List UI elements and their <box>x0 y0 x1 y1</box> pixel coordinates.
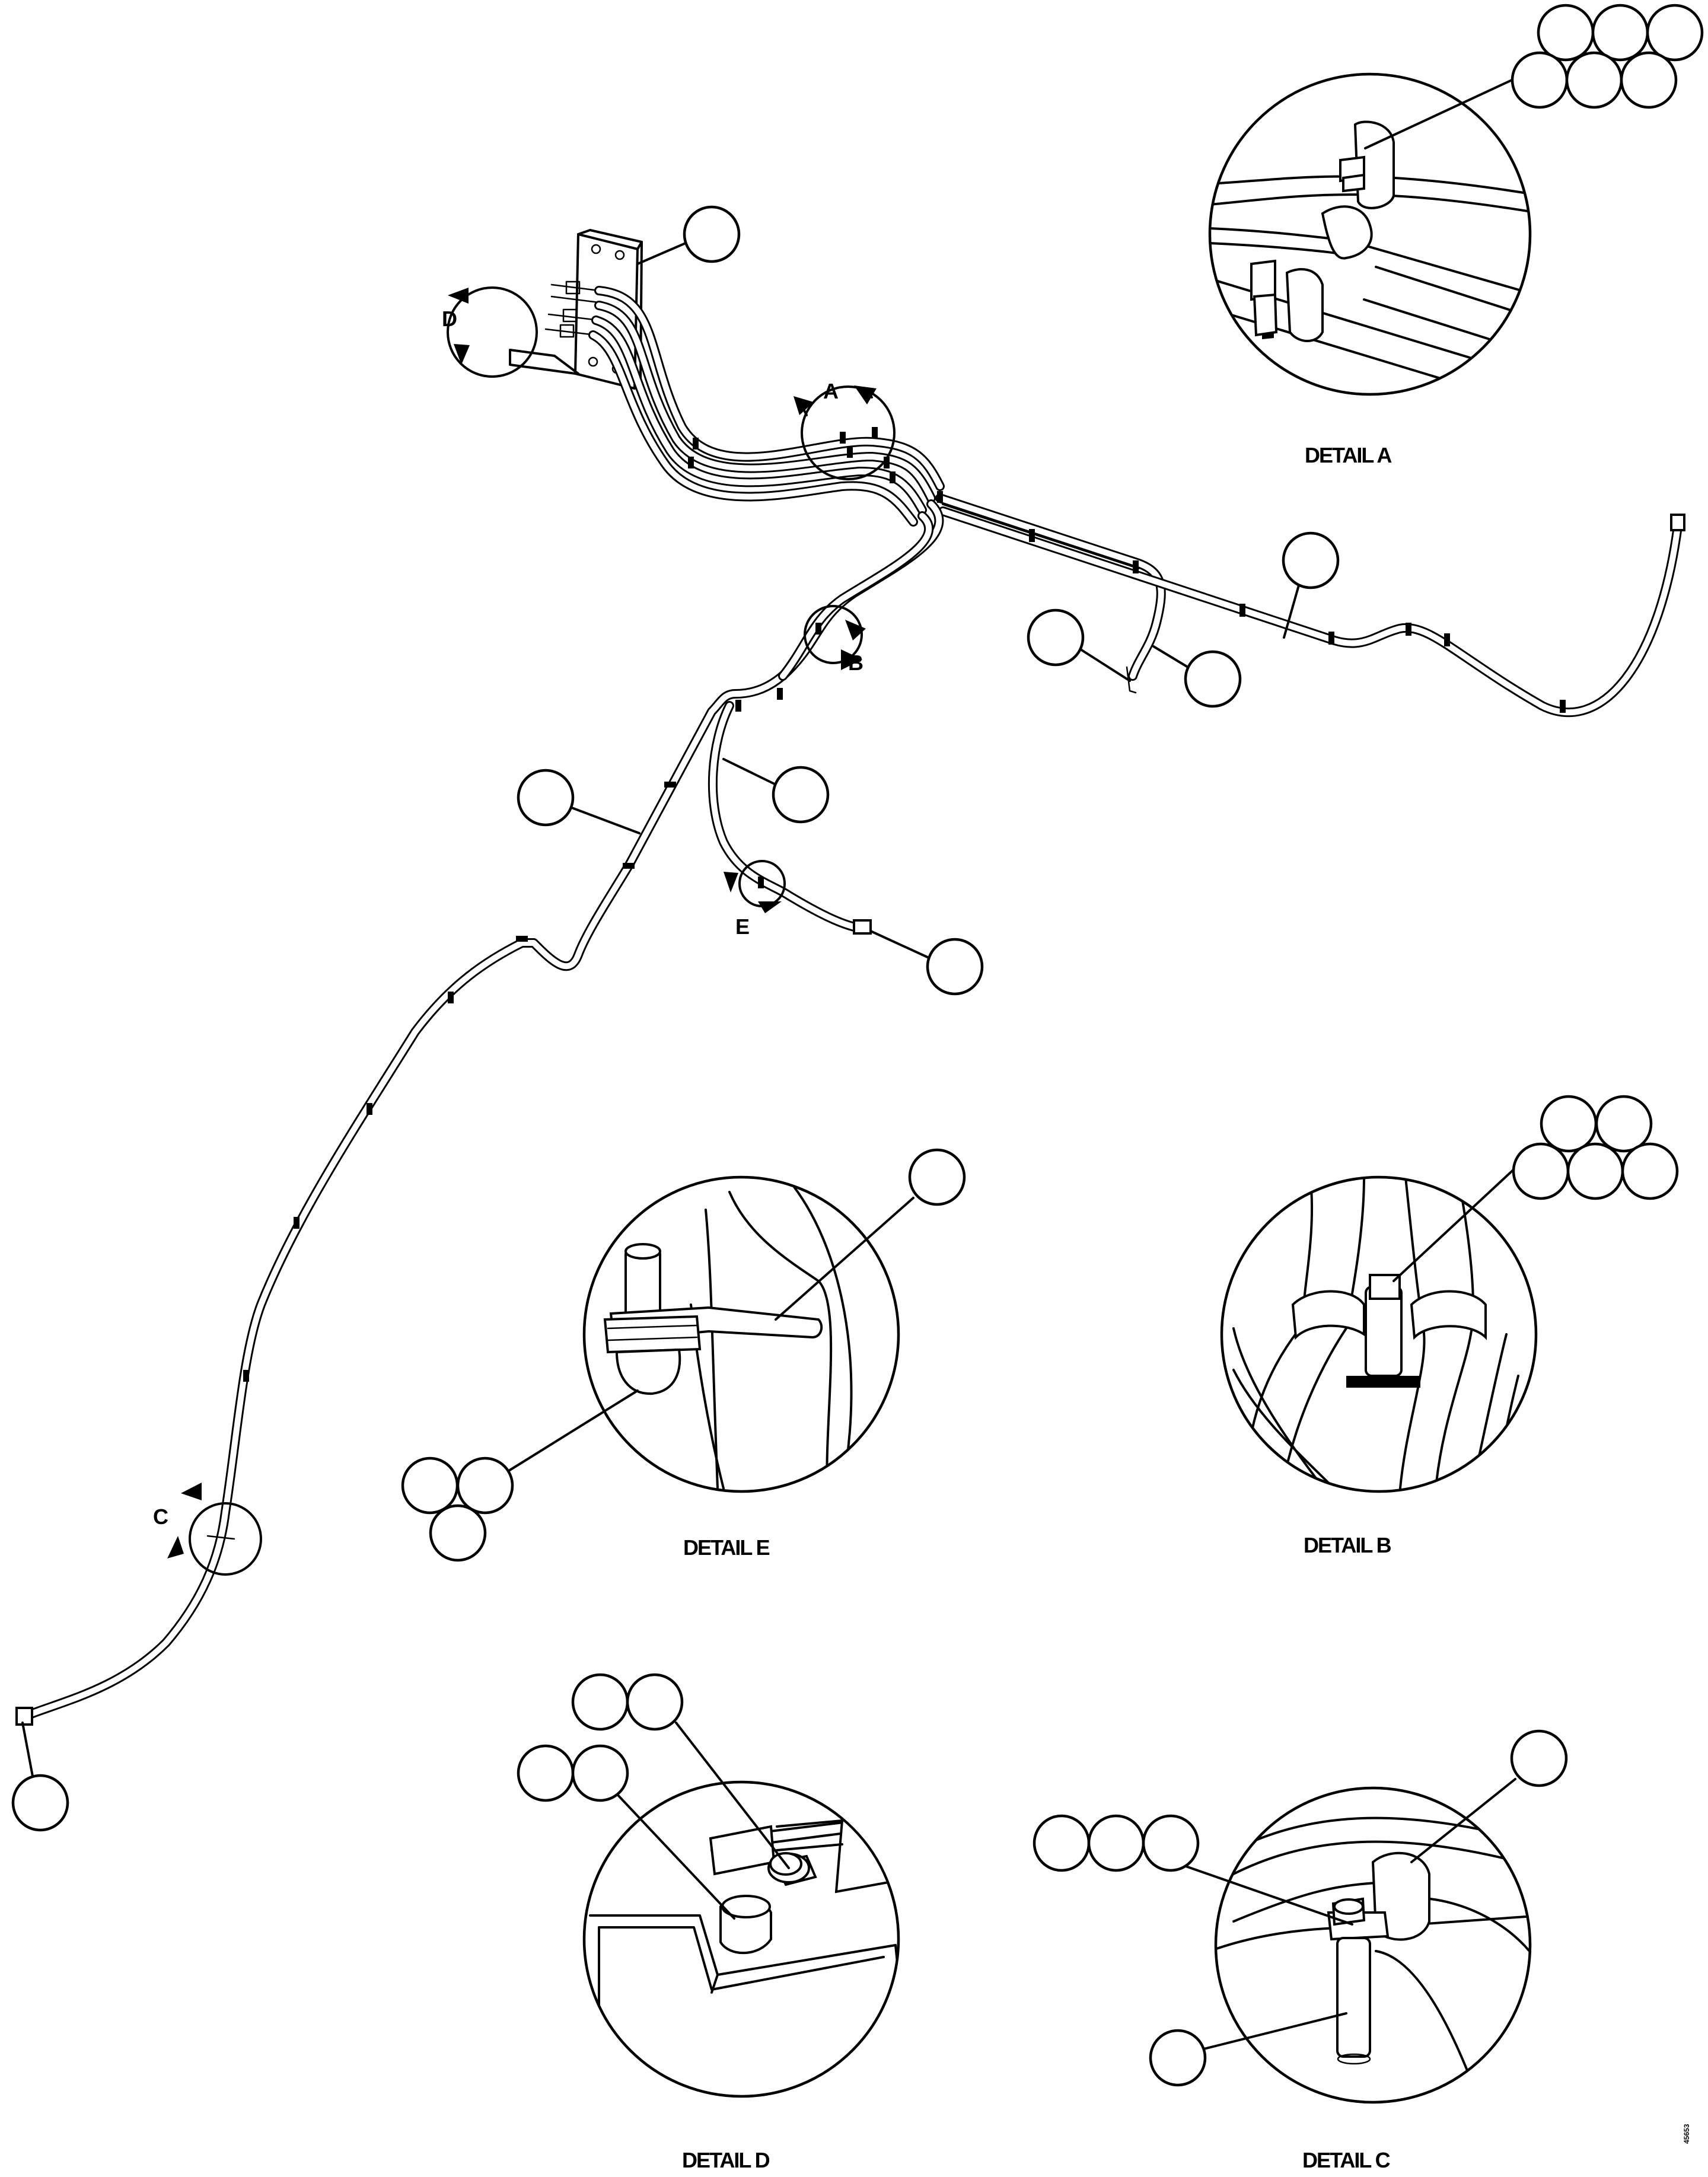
view-letter-d: D <box>442 307 457 331</box>
item-bubble <box>1027 608 1085 667</box>
detail-d-callout: D <box>442 286 538 378</box>
detail-a-label: DETAIL A <box>1305 443 1392 467</box>
hose-bundle-upper <box>588 286 945 527</box>
item-bubble <box>926 938 984 996</box>
detail-b-item-bubbles <box>1512 1095 1679 1200</box>
detail-c-callout: C <box>153 1483 262 1576</box>
detail-a-callout: A <box>794 379 896 480</box>
detail-a-item-bubbles <box>1511 4 1704 109</box>
detail-b: DETAIL B <box>1220 1095 1679 1557</box>
detail-c: DETAIL C <box>1033 1729 1568 2172</box>
detail-e-label: DETAIL E <box>683 1535 770 1560</box>
main-assembly: A B C D E <box>11 205 1685 1832</box>
detail-e: DETAIL E <box>401 1148 966 1562</box>
view-letter-b: B <box>848 651 863 675</box>
detail-b-label: DETAIL B <box>1304 1533 1391 1557</box>
item-bubble <box>908 1148 966 1206</box>
detail-d: DETAIL D <box>517 1673 900 2172</box>
item-bubble <box>1184 650 1242 708</box>
right-branch-tubes <box>935 493 1685 717</box>
main-item-bubbles <box>11 205 1340 1832</box>
drawing-number: 45653 <box>1682 2124 1691 2144</box>
detail-a: DETAIL A <box>1208 4 1704 467</box>
item-bubble <box>11 1774 69 1832</box>
detail-c-label: DETAIL C <box>1302 2148 1391 2172</box>
view-letter-e: E <box>735 914 750 939</box>
item-bubble <box>1510 1729 1568 1787</box>
item-bubble <box>683 205 741 263</box>
item-bubble <box>772 766 830 824</box>
detail-e-callout: E <box>724 860 786 939</box>
item-bubble <box>1149 2029 1207 2087</box>
detail-b-callout: B <box>804 605 866 675</box>
view-letter-a: A <box>823 379 839 403</box>
detail-c-item-bubbles <box>1033 1814 1200 1872</box>
detail-d-label: DETAIL D <box>682 2148 770 2172</box>
detail-d-item-bubbles <box>517 1673 684 1802</box>
detail-e-item-bubbles <box>401 1456 514 1562</box>
view-letter-c: C <box>153 1505 168 1529</box>
item-bubble <box>517 769 575 827</box>
item-bubble <box>1282 531 1340 589</box>
